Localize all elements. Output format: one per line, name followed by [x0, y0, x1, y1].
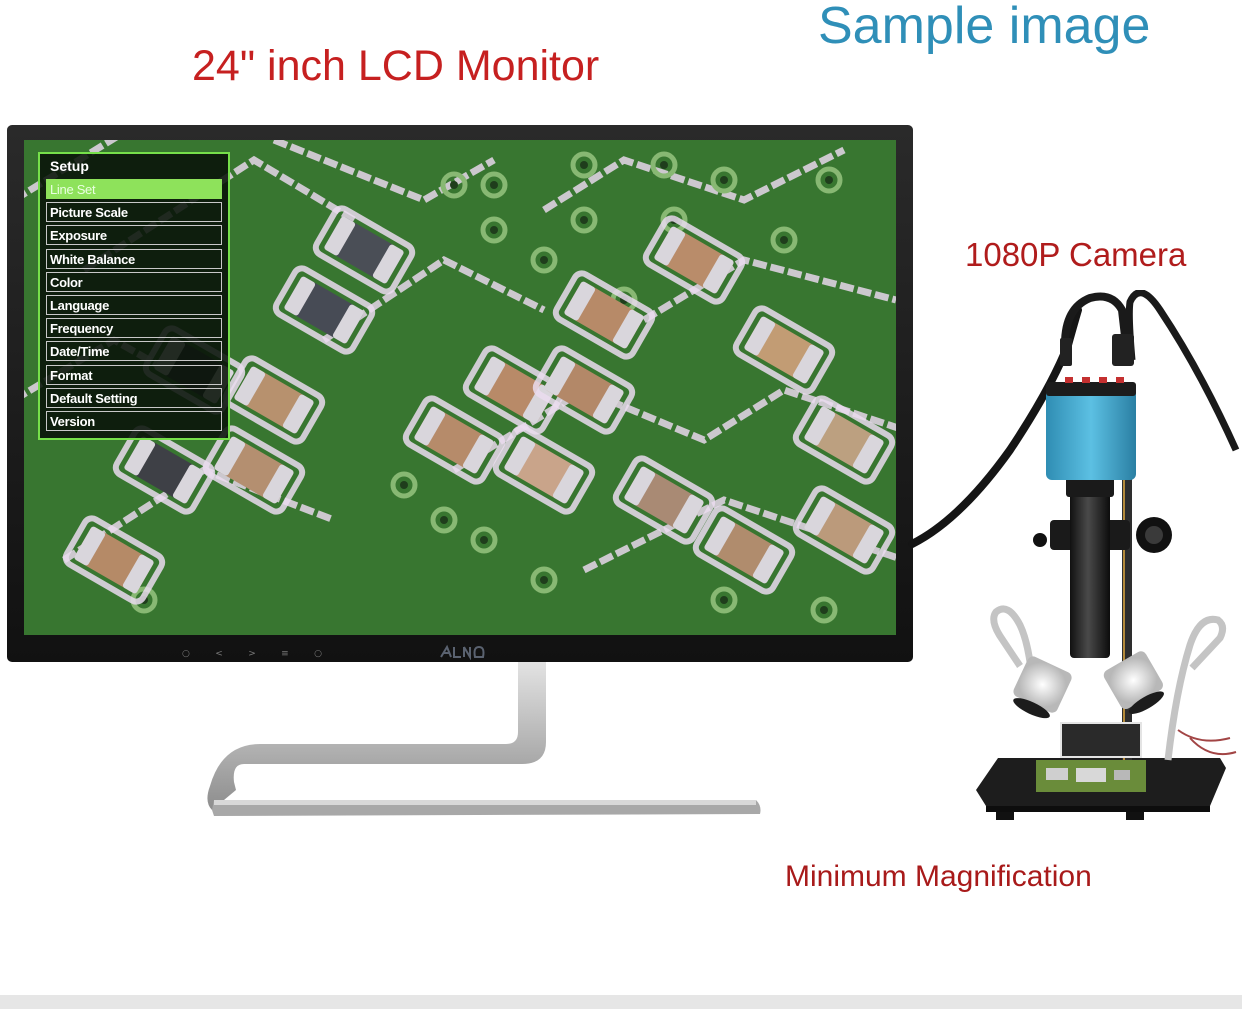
osd-item-format[interactable]: Format	[46, 364, 222, 385]
osd-setup-menu: Setup Line Set Picture Scale Exposure Wh…	[38, 152, 230, 440]
osd-item-date-time[interactable]: Date/Time	[46, 341, 222, 362]
power-cable	[1061, 292, 1130, 361]
osd-item-language[interactable]: Language	[46, 294, 222, 315]
monitor-control-buttons: ○ < > ≡ ○	[182, 649, 322, 659]
right-arrow-icon[interactable]: >	[248, 649, 256, 659]
lcd-monitor: Setup Line Set Picture Scale Exposure Wh…	[7, 125, 913, 662]
osd-item-line-set[interactable]: Line Set	[46, 179, 222, 199]
osd-item-version[interactable]: Version	[46, 410, 222, 431]
magnification-label: Minimum Magnification	[785, 860, 1092, 893]
sample-image-label: Sample image	[818, 0, 1151, 55]
camera-body	[1046, 388, 1136, 480]
osd-item-frequency[interactable]: Frequency	[46, 318, 222, 339]
osd-item-color[interactable]: Color	[46, 271, 222, 292]
microscope-camera-rig	[908, 290, 1240, 820]
monitor-brand-logo-icon	[440, 644, 485, 660]
left-arrow-icon[interactable]: <	[215, 649, 223, 659]
osd-item-default-setting[interactable]: Default Setting	[46, 387, 222, 408]
power-icon[interactable]: ○	[182, 649, 190, 659]
source-icon[interactable]: ○	[314, 649, 322, 659]
usb-cable	[1125, 290, 1240, 452]
right-led-lamp	[1103, 651, 1163, 710]
osd-item-exposure[interactable]: Exposure	[46, 225, 222, 246]
hdmi-cable	[908, 306, 1082, 548]
osd-item-white-balance[interactable]: White Balance	[46, 248, 222, 269]
menu-icon[interactable]: ≡	[281, 649, 289, 659]
monitor-screen: Setup Line Set Picture Scale Exposure Wh…	[24, 140, 896, 635]
stand-pole	[1122, 440, 1132, 770]
camera-label: 1080P Camera	[965, 236, 1187, 273]
osd-menu-title: Setup	[50, 158, 89, 174]
lock-knob-icon[interactable]	[1033, 533, 1047, 547]
monitor-title: 24" inch LCD Monitor	[192, 42, 600, 90]
left-led-lamp	[1013, 656, 1072, 713]
lens-barrel	[1070, 480, 1110, 658]
monitor-stand	[207, 660, 761, 816]
right-gooseneck-arm	[1164, 615, 1227, 761]
osd-item-picture-scale[interactable]: Picture Scale	[46, 202, 222, 223]
